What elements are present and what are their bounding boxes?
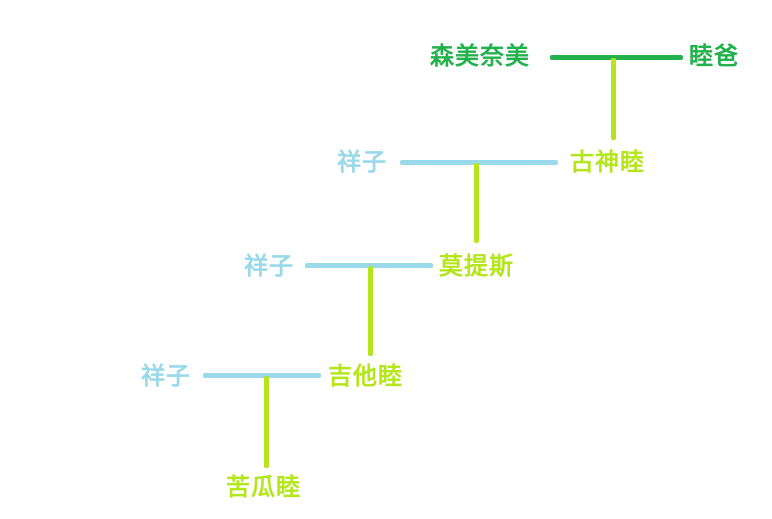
node-grandfather: 睦爸	[689, 42, 739, 70]
descent-link-gen4	[264, 376, 269, 468]
descent-link-gen3	[368, 266, 373, 356]
node-spouse-gen2: 祥子	[337, 148, 387, 176]
node-spouse-gen4: 祥子	[141, 362, 191, 390]
node-member-gen4: 吉他睦	[328, 362, 403, 390]
couple-link-gen2	[400, 160, 558, 165]
descent-link-gen1	[611, 58, 616, 140]
node-last-child: 苦瓜睦	[226, 473, 301, 501]
couple-link-gen1	[550, 55, 683, 60]
node-grandmother: 森美奈美	[430, 42, 530, 70]
couple-link-gen3	[305, 263, 433, 268]
descent-link-gen2	[474, 163, 479, 243]
node-member-gen3: 莫提斯	[439, 252, 514, 280]
node-member-gen2: 古神睦	[570, 148, 645, 176]
node-spouse-gen3: 祥子	[244, 252, 294, 280]
couple-link-gen4	[203, 373, 321, 378]
